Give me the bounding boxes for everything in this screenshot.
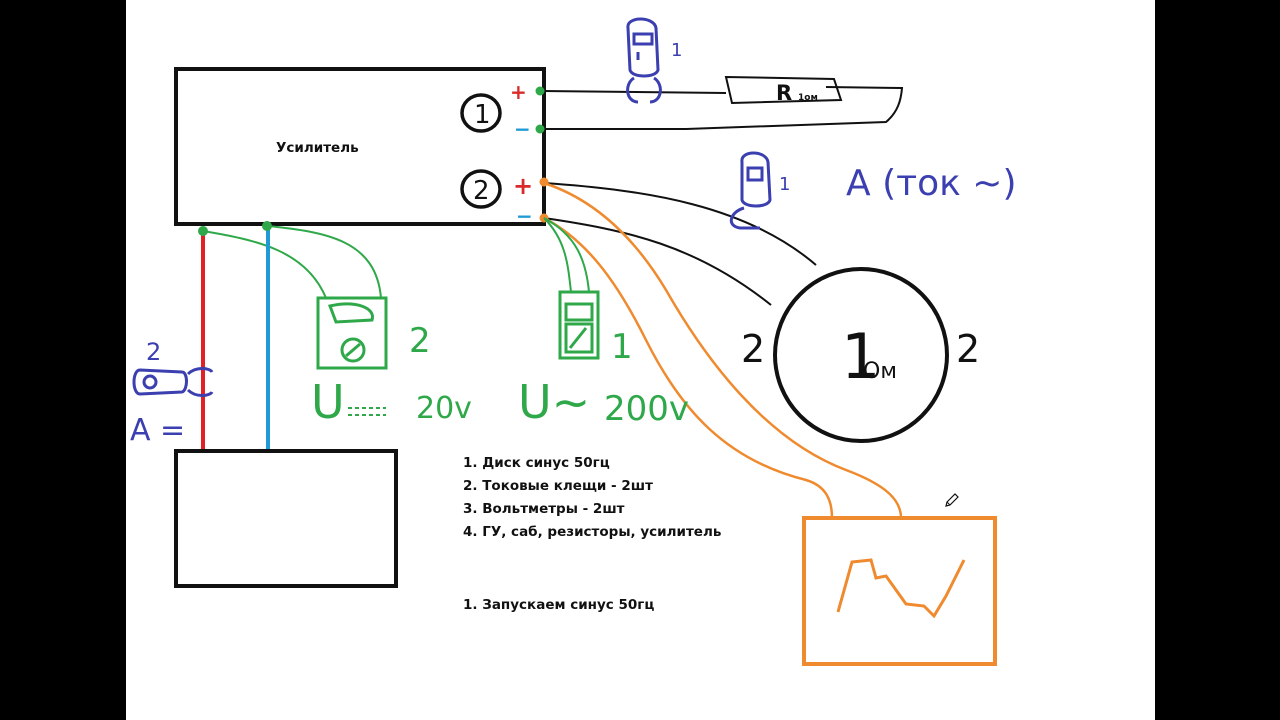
- equipment-item: 3. Вольтметры - 2шт: [463, 501, 625, 517]
- clamp-speaker-number: 1: [779, 174, 790, 195]
- equipment-item: 2. Токовые клещи - 2шт: [463, 478, 653, 494]
- current-ac-label: A (ток ~): [846, 163, 1017, 204]
- speaker-right-number: 2: [956, 327, 980, 371]
- speaker-left-number: 2: [741, 327, 765, 371]
- channel-2-minus-mark: −: [516, 204, 533, 228]
- voltmeter-ac-icon: [558, 290, 600, 360]
- clamp-meter-1-icon: [626, 17, 662, 104]
- wiring-diagram: Усилитель 1 2 + − + − R 1ом 1 1 Ом: [130, 17, 1017, 666]
- channel-1-number: 1: [474, 100, 491, 130]
- steps-list: 1. Запускаем синус 50гц: [463, 597, 654, 613]
- speaker: 1 Ом 2 2: [741, 267, 980, 443]
- oscilloscope: [802, 516, 997, 666]
- channel-1-circle: [460, 93, 502, 133]
- voltmeter-ac-number: 1: [611, 327, 633, 367]
- oscilloscope-wiring: [539, 177, 903, 519]
- speaker-circle: [773, 267, 949, 443]
- clamp-meter-speaker-icon: [729, 151, 772, 230]
- equipment-list: 1. Диск синус 50гц 2. Токовые клещи - 2ш…: [463, 455, 721, 540]
- channel-1-plus-mark: +: [510, 80, 527, 104]
- voltmeter-ac-wiring: [543, 217, 590, 293]
- clamp-meter-dc-icon: [132, 367, 214, 397]
- power-wires: [198, 221, 272, 452]
- channel-1-minus-mark: −: [514, 117, 531, 141]
- voltmeter-dc-wiring: [202, 225, 382, 299]
- clamp-dc-number: 2: [146, 338, 161, 366]
- speaker-label-sub: Ом: [863, 359, 897, 384]
- pencil-icon: [945, 493, 959, 507]
- voltmeter-ac-range: 200v: [604, 389, 689, 429]
- speaker-wiring: [543, 182, 817, 306]
- speaker-label-main: 1: [841, 320, 880, 393]
- equipment-item: 1. Диск синус 50гц: [463, 455, 610, 471]
- step-item: 1. Запускаем синус 50гц: [463, 597, 654, 613]
- clamp-1-number: 1: [671, 40, 682, 61]
- whiteboard-canvas[interactable]: Усилитель 1 2 + − + − R 1ом 1 1 Ом: [126, 0, 1155, 720]
- resistor-load: [535, 75, 904, 134]
- voltmeter-dc-number: 2: [409, 321, 431, 361]
- oscilloscope-waveform: [836, 558, 966, 619]
- current-dc-label: A =: [130, 413, 185, 448]
- resistor-suffix: 1ом: [798, 93, 818, 103]
- voltmeter-ac-label: U~: [518, 375, 590, 429]
- amplifier: Усилитель 1 2 + − + −: [174, 67, 546, 228]
- resistor-label: R: [776, 81, 792, 105]
- equipment-item: 4. ГУ, саб, резисторы, усилитель: [463, 524, 721, 540]
- channel-2-number: 2: [473, 176, 490, 206]
- channel-2-circle: [460, 169, 502, 209]
- voltmeter-dc-icon: [316, 296, 388, 370]
- channel-2-plus-mark: +: [513, 172, 533, 200]
- voltmeter-dc-label: U: [311, 375, 345, 429]
- amplifier-label: Усилитель: [276, 140, 359, 156]
- voltmeter-dc-range: 20v: [416, 391, 472, 426]
- head-unit-box: [174, 449, 398, 588]
- voltmeter-dc-symbol: [348, 407, 386, 416]
